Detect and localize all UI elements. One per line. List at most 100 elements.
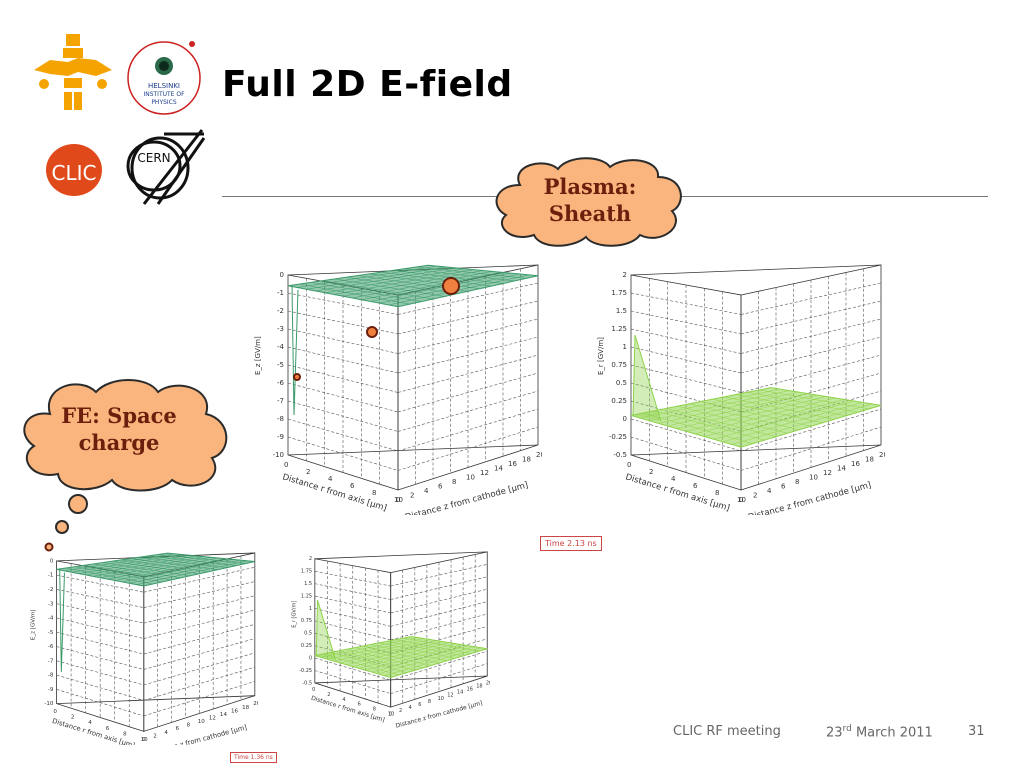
bottom-edge: [287, 444, 539, 456]
z-tick-label: 0.5: [304, 631, 312, 637]
hip-logo-line-3: PHYSICS: [151, 99, 177, 106]
z-tick-label: -0.5: [302, 680, 312, 686]
grid-line: [143, 566, 255, 593]
z-tick-label: 1.25: [611, 325, 627, 333]
surface-mesh-line: [416, 266, 527, 279]
surface-mesh-line: [377, 646, 475, 675]
z-tick-label: 0: [50, 558, 54, 564]
plot-group: 21.751.51.2510.750.50.250-0.25-0.5024681…: [597, 264, 885, 515]
grid-line: [390, 650, 488, 681]
r-tick-label: 10: [737, 496, 746, 504]
z-tick-label: -3: [277, 325, 284, 333]
grid-line: [630, 436, 742, 471]
x-tick-label: 6: [438, 483, 443, 491]
x-tick-label: 12: [480, 469, 489, 477]
y-axis-label: E_r [GV/m]: [597, 337, 605, 375]
z-tick-label: 0: [309, 655, 312, 661]
grid-line: [397, 354, 539, 393]
grid-line: [740, 426, 882, 471]
grid-line: [740, 282, 882, 315]
r-tick-label: 10: [388, 711, 394, 717]
grid-line: [143, 581, 255, 608]
plot-markers: [293, 277, 460, 381]
z-tick-label: 0.25: [611, 397, 627, 405]
plasma-bubble-line-1: Plasma:: [543, 174, 637, 199]
grid-line: [143, 624, 255, 655]
surface-mesh-line: [384, 647, 481, 676]
time-label-bottom: Time 1.36 ns: [230, 752, 277, 763]
x-tick-label: 8: [795, 478, 799, 486]
z-tick-label: 1.5: [304, 581, 312, 587]
z-tick-label: 1.5: [616, 307, 627, 315]
grid-line: [390, 601, 488, 627]
grid-line: [397, 408, 539, 452]
x-tick-label: 8: [187, 723, 191, 729]
thought-dot-medium: [55, 520, 69, 534]
grid-line: [314, 670, 391, 694]
helsinki-university-logo: [30, 32, 116, 114]
x-tick-label: 20: [486, 680, 490, 686]
top-edge: [314, 551, 488, 560]
x-tick-label: 18: [522, 456, 531, 464]
grid-line: [390, 613, 488, 641]
x-tick-label: 8: [428, 699, 431, 705]
marker-medium: [366, 326, 378, 338]
time-label-top: Time 2.13 ns: [540, 536, 602, 551]
fe-space-charge-bubble: FE: Space charge: [16, 376, 232, 494]
z-tick-label: 0: [623, 415, 627, 423]
z-tick-label: -7: [48, 658, 54, 664]
z-tick-label: -1: [277, 289, 284, 297]
y-axis-label: E_r [GV/m]: [292, 601, 298, 628]
x-tick-label: 0: [142, 737, 146, 743]
y-axis-label: E_z [GV/m]: [254, 336, 262, 375]
x-tick-label: 8: [452, 478, 456, 486]
z-tick-label: 1.25: [301, 593, 312, 599]
r-tick-label: 4: [342, 697, 345, 703]
z-tick-label: 0.5: [616, 379, 627, 387]
x-tick-label: 12: [823, 469, 832, 477]
x-tick-label: 4: [164, 730, 168, 736]
r-tick-label: 0: [53, 709, 57, 715]
fe-bubble-dots: [44, 494, 88, 552]
r-tick-label: 10: [141, 737, 149, 743]
plasma-sheath-bubble: Plasma: Sheath: [490, 155, 690, 247]
thought-dot-large: [68, 494, 88, 514]
z-tick-label: -9: [48, 687, 54, 693]
r-tick-label: 8: [123, 731, 127, 737]
z-tick-label: -8: [277, 415, 284, 423]
x-tick-label: 14: [494, 465, 503, 473]
z-tick-label: -4: [277, 343, 285, 351]
grid-line: [740, 408, 882, 452]
x-tick-label: 6: [418, 702, 421, 708]
z-tick-label: 0.25: [301, 643, 312, 649]
r-tick-label: 2: [306, 468, 310, 476]
r-tick-label: 10: [394, 496, 403, 504]
fe-bubble-line-2: charge: [78, 430, 160, 456]
plot-group: 0-1-2-3-4-5-6-7-8-9-10024681002468101214…: [30, 552, 258, 745]
r-tick-label: 6: [693, 482, 698, 490]
x-tick-label: 6: [176, 726, 180, 732]
r-tick-label: 0: [627, 461, 631, 469]
surface-mesh-line: [158, 554, 246, 564]
surface-mesh-line: [731, 403, 872, 445]
r-tick-label: 8: [372, 489, 376, 497]
grid-line: [143, 652, 255, 686]
x-tick-label: 16: [231, 708, 239, 714]
bottom-edge: [314, 675, 488, 684]
z-tick-label: 2: [309, 556, 312, 562]
cern-logo-text: CERN: [137, 151, 170, 165]
hip-logo-line-1: HELSINKI: [148, 82, 180, 90]
grid-line: [287, 364, 399, 393]
x-tick-label: 14: [457, 690, 463, 696]
x-tick-label: 14: [837, 465, 846, 473]
x-tick-label: 12: [209, 715, 216, 721]
x-tick-label: 18: [242, 705, 250, 711]
x-tick-label: 2: [753, 492, 757, 500]
z-tick-label: -0.25: [609, 433, 627, 441]
surface-mesh-line: [129, 559, 241, 584]
plot-group: 21.751.51.2510.750.50.250-0.25-0.5024681…: [292, 551, 490, 730]
x-tick-label: 0: [389, 711, 392, 717]
clic-logo-text: CLIC: [52, 161, 97, 185]
r-tick-label: 6: [106, 726, 110, 732]
grid-line: [630, 292, 742, 315]
